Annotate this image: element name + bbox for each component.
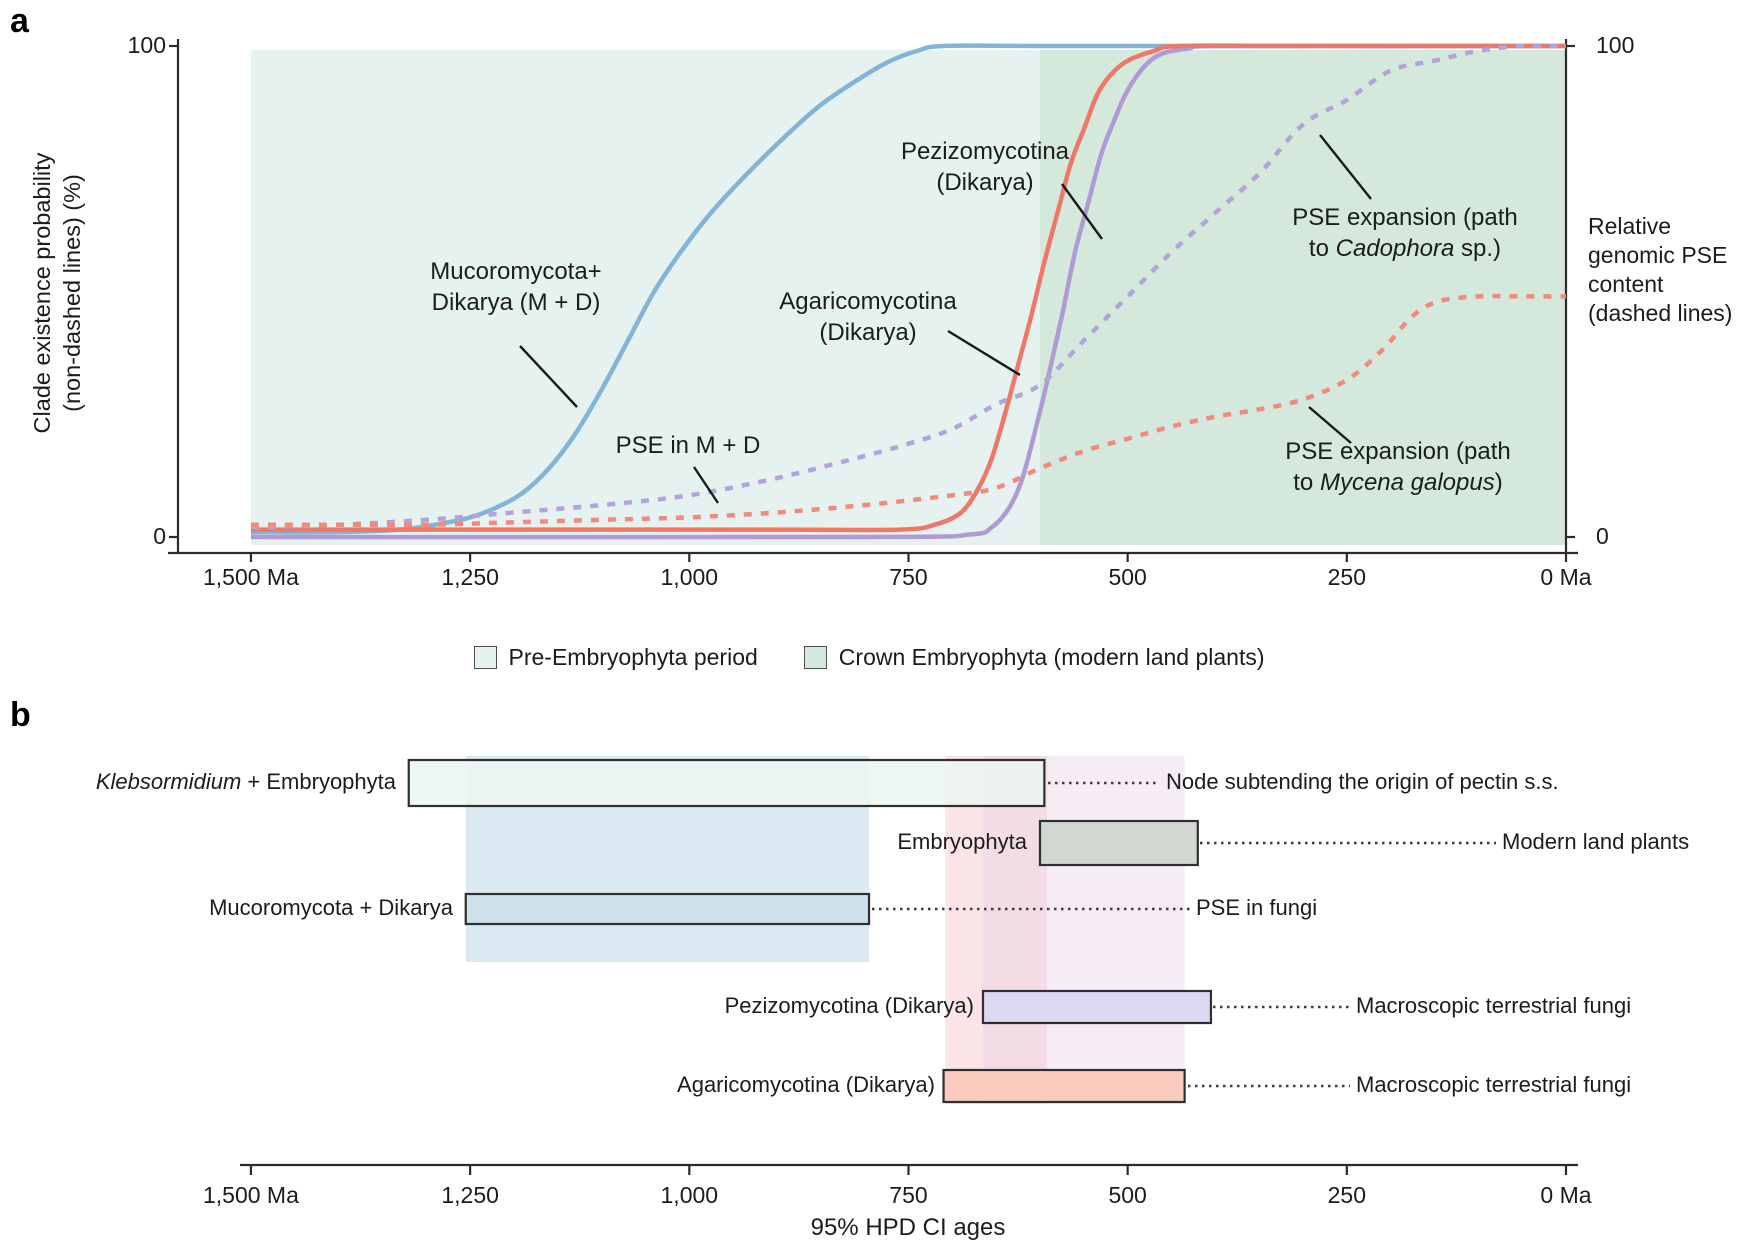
left-axis-tick-100: 100: [127, 32, 166, 58]
y-axis-label-line1: Clade existence probability: [29, 152, 55, 434]
panel-a-right-axis-label: Relative genomic PSE content (dashed lin…: [1588, 213, 1733, 326]
annotation-agaricomycotina: Agaricomycotina(Dikarya): [779, 288, 957, 346]
legend-swatch-1: [803, 646, 827, 669]
band-pink-2: [982, 756, 1185, 1104]
panel-a-xtick-label-750: 750: [889, 564, 928, 590]
left-axis-tick-0: 0: [153, 523, 166, 549]
panel-a-xtick-label-0: 0 Ma: [1540, 564, 1592, 590]
row-note-embryophyta: Modern land plants: [1502, 829, 1690, 854]
legend-swatch-0: [473, 646, 497, 669]
series-pse-expansion-mycena: [250, 293, 1566, 528]
row-label-agaricomycotina: Agaricomycotina (Dikarya): [677, 1072, 935, 1097]
region-pre-embryophyta: [250, 50, 1040, 545]
panel-b-xtick-label-1500: 1,500 Ma: [202, 1182, 299, 1208]
panel-a-y-axis-label: Clade existence probability (non-dashed …: [27, 13, 87, 573]
row-note-pezizomycotina: Macroscopic terrestrial fungi: [1356, 993, 1632, 1018]
bar-agaricomycotina: [942, 1068, 1186, 1104]
panel-b-axis-title: 95% HPD CI ages: [810, 1214, 1006, 1241]
row-note-mucoromycota-dikarya: PSE in fungi: [1196, 895, 1318, 920]
panel-a-letter: a: [10, 2, 29, 40]
band-pink-1: [945, 756, 1047, 1104]
panel-b-xtick-label-1000: 1,000: [660, 1182, 719, 1208]
annotation-pezizomycotina: Pezizomycotina(Dikarya): [900, 138, 1070, 196]
right-axis-tick-0: 0: [1596, 523, 1609, 549]
panel-b-xtick-label-0: 0 Ma: [1540, 1182, 1592, 1208]
panel-a-xtick-label-1250: 1,250: [441, 564, 499, 590]
legend: Pre-Embryophyta period Crown Embryophyta …: [0, 644, 1738, 671]
bar-embryophyta: [1038, 819, 1199, 867]
panel-b-xtick-label-750: 750: [889, 1182, 928, 1208]
legend-item-1: Crown Embryophyta (modern land plants): [803, 644, 1265, 671]
row-label-klebsormidium-embryophyta: Klebsormidium + Embryophyta: [95, 769, 396, 794]
pointer-agaricomycotina: [947, 329, 1021, 377]
row-label-embryophyta: Embryophyta: [897, 829, 1027, 854]
row-label-mucoromycota-dikarya: Mucoromycota + Dikarya: [209, 895, 453, 920]
pointer-pse_cadophora: [1319, 134, 1372, 200]
panel-a-xtick-label-500: 500: [1108, 564, 1147, 590]
annotation-pse-in-md: PSE in M + D: [615, 432, 761, 459]
pointer-pse_mycena: [1308, 406, 1352, 444]
row-note-klebsormidium-embryophyta: Node subtending the origin of pectin s.s…: [1166, 769, 1559, 794]
panel-a-xtick-label-1500: 1,500 Ma: [202, 564, 299, 590]
right-axis-tick-100: 100: [1596, 32, 1635, 58]
y-axis-label-line2: (non-dashed lines) (%): [59, 174, 85, 412]
series-pse-expansion-cadophora: [250, 43, 1567, 530]
legend-label-0: Pre-Embryophyta period: [508, 644, 758, 670]
bar-klebsormidium-embryophyta: [407, 758, 1046, 808]
panel-b-xtick-label-250: 250: [1327, 1182, 1366, 1208]
row-label-pezizomycotina: Pezizomycotina (Dikarya): [724, 993, 974, 1018]
panel-a-xtick-label-250: 250: [1327, 564, 1366, 590]
panel-a-xtick-label-1000: 1,000: [660, 564, 719, 590]
bar-mucoromycota-dikarya: [464, 892, 871, 926]
panel-b-xtick-label-1250: 1,250: [441, 1182, 499, 1208]
panel-b-xtick-label-500: 500: [1108, 1182, 1147, 1208]
bar-pezizomycotina: [981, 989, 1213, 1025]
legend-label-1: Crown Embryophyta (modern land plants): [838, 644, 1265, 670]
row-note-agaricomycotina: Macroscopic terrestrial fungi: [1356, 1072, 1632, 1097]
legend-item-0: Pre-Embryophyta period: [473, 644, 758, 671]
annotation-mucoromycota-dikarya: Mucoromycota+Dikarya (M + D): [430, 258, 602, 316]
series-agaricomycotina-existence: [250, 43, 1566, 533]
pointer-pse_in_md: [693, 466, 719, 504]
pointer-pezizomycotina: [1061, 183, 1103, 240]
panel-b-letter: b: [10, 696, 31, 734]
pointer-mucoromycota: [519, 345, 578, 408]
